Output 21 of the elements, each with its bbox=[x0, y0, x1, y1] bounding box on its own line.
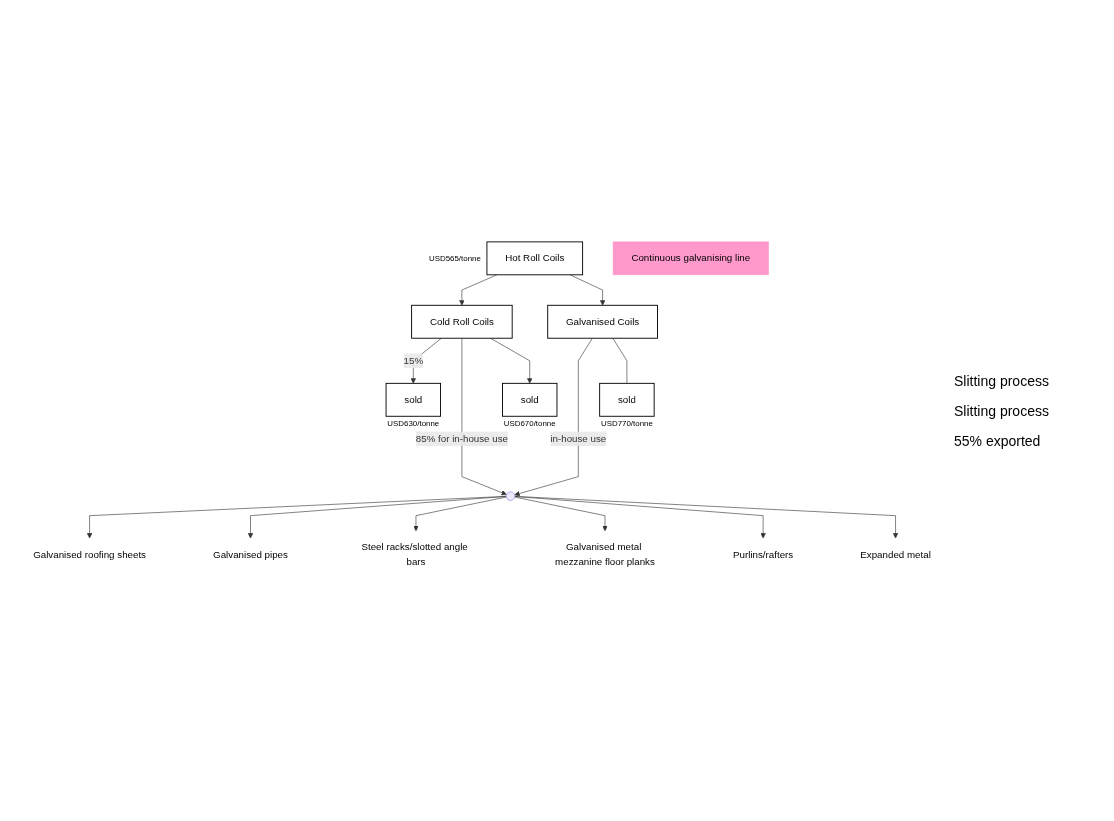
node-box: Continuous galvanising line bbox=[612, 241, 769, 276]
node-box: sold bbox=[502, 383, 558, 418]
note-label: 55% exported bbox=[954, 432, 1042, 449]
node-text: Expanded metal bbox=[860, 549, 931, 560]
node-text: Galvanised pipes bbox=[213, 549, 288, 560]
edge-label: in-house use bbox=[550, 433, 607, 445]
node-text: Galvanised metal mezzanine floor planks bbox=[555, 542, 655, 568]
node-text: Galvanised roofing sheets bbox=[33, 549, 146, 560]
node-box: Hot Roll Coils bbox=[486, 241, 584, 276]
note-label: Slitting process bbox=[954, 372, 1050, 389]
node-circle bbox=[505, 491, 516, 502]
node-box: sold bbox=[385, 383, 441, 418]
connector bbox=[612, 338, 628, 384]
node-text: Purlins/rafters bbox=[733, 549, 794, 560]
note-label: Slitting process bbox=[954, 402, 1050, 419]
edge-label: 15% bbox=[403, 355, 424, 366]
node-box: sold bbox=[599, 383, 655, 418]
node-box: Cold Roll Coils bbox=[411, 305, 513, 339]
edge-label: 85% for in-house use bbox=[415, 433, 508, 445]
node-box: Galvanised Coils bbox=[547, 305, 658, 339]
node-text: Steel racks/slotted angle bars bbox=[361, 542, 468, 568]
